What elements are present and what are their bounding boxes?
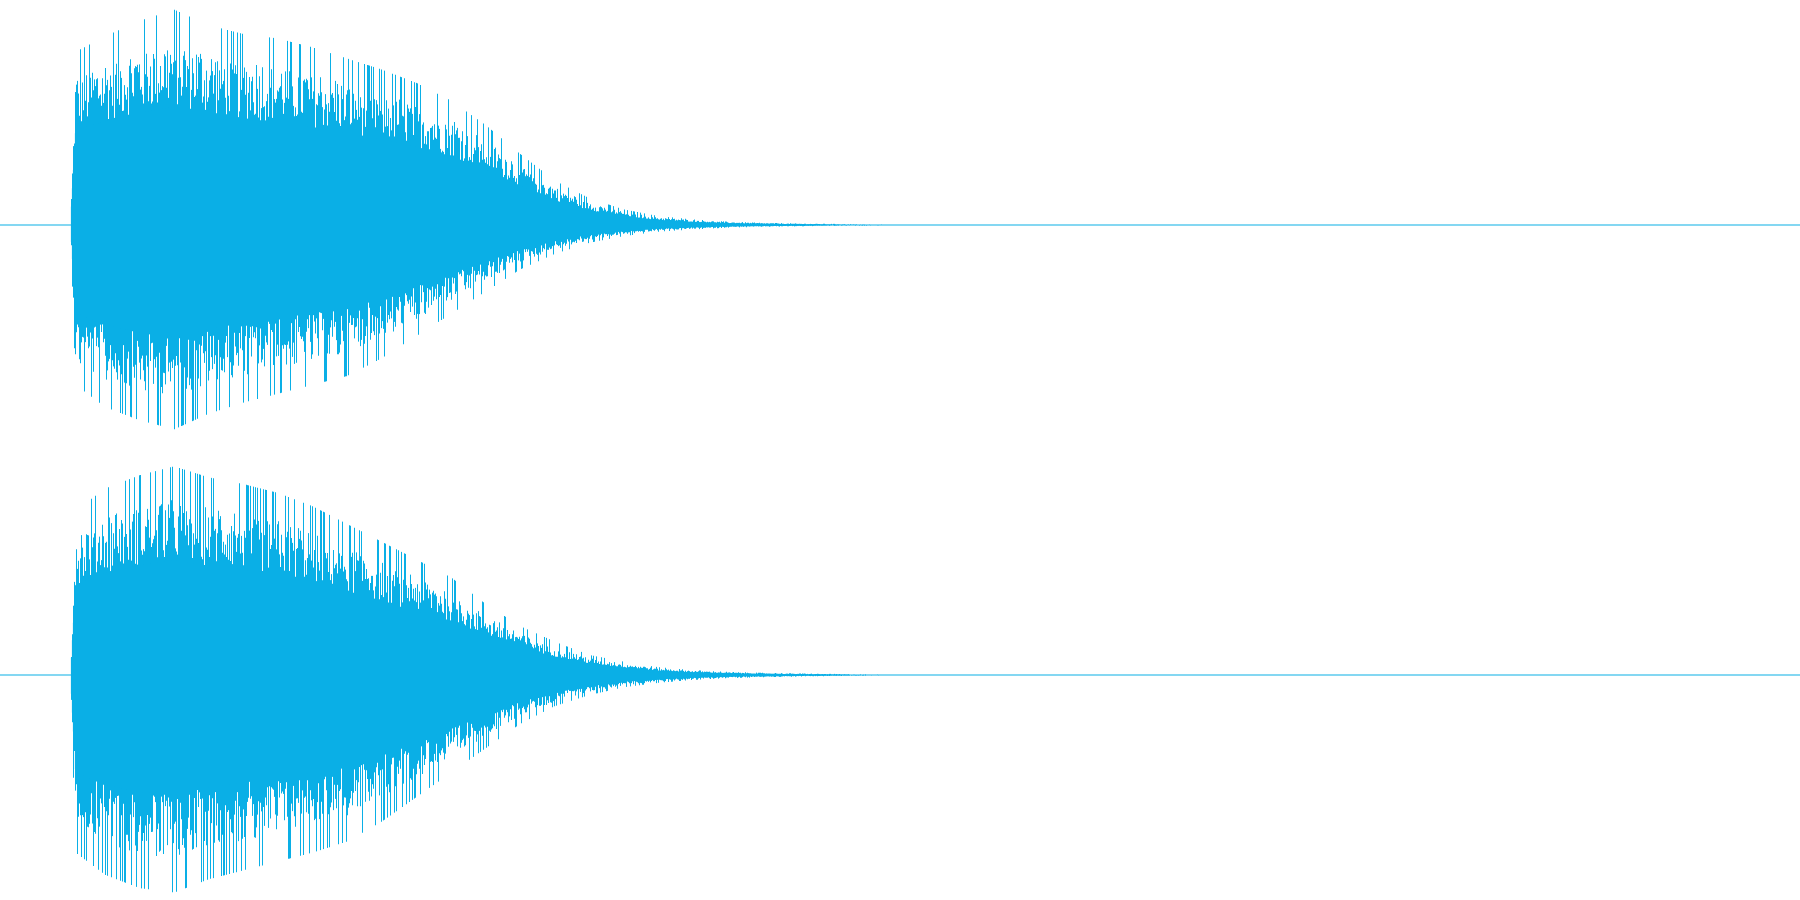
waveform-channel-2 [0, 466, 1800, 893]
waveform-core [70, 560, 1062, 795]
waveform-core [70, 106, 1062, 338]
waveform-channel-1 [0, 9, 1800, 430]
